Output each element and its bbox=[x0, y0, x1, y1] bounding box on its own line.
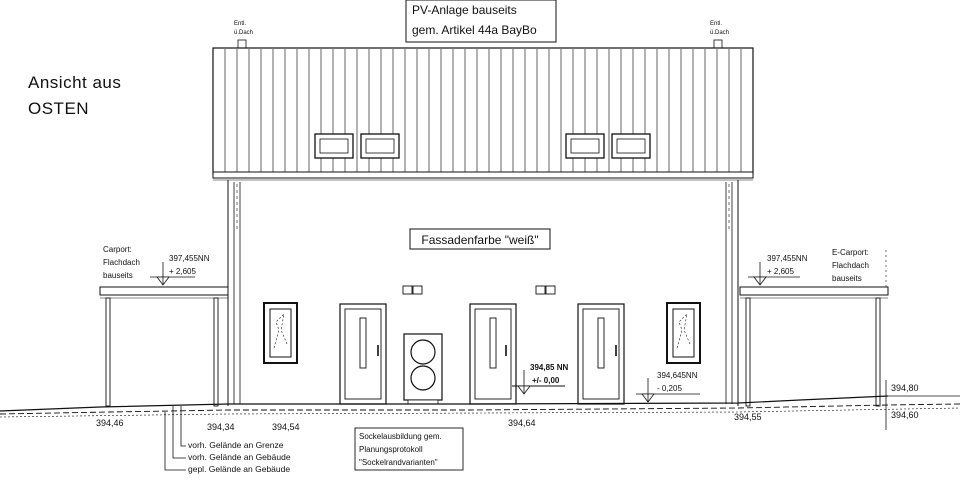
roof bbox=[212, 47, 754, 181]
svg-text:Fassadenfarbe "weiß": Fassadenfarbe "weiß" bbox=[421, 233, 538, 247]
ground-levels: 394,46 394,34 394,54 394,64 394,55 394,8… bbox=[96, 383, 919, 432]
pv-note-line2: gem. Artikel 44a BayBo bbox=[412, 23, 537, 37]
roof-window bbox=[314, 133, 354, 159]
svg-text:bauseits: bauseits bbox=[103, 271, 133, 280]
svg-text:394,60: 394,60 bbox=[891, 410, 919, 420]
svg-text:Carport:: Carport: bbox=[103, 245, 132, 254]
view-title-line1: Ansicht aus bbox=[28, 73, 122, 92]
svg-text:394,34: 394,34 bbox=[207, 422, 235, 432]
svg-text:394,54: 394,54 bbox=[272, 422, 300, 432]
svg-text:397,455NN: 397,455NN bbox=[169, 254, 210, 263]
roof-seams bbox=[224, 49, 742, 172]
svg-text:gepl. Gelände an Gebäude: gepl. Gelände an Gebäude bbox=[188, 464, 290, 474]
svg-text:394,55: 394,55 bbox=[734, 412, 762, 422]
svg-text:394,80: 394,80 bbox=[891, 383, 919, 393]
roof-window bbox=[360, 133, 400, 159]
legend: vorh. Gelände an Grenze vorh. Gelände an… bbox=[164, 406, 291, 474]
svg-text:Entl.: Entl. bbox=[234, 21, 246, 27]
vent-right: Entl. ü.Dach bbox=[710, 21, 729, 49]
roof-window bbox=[611, 133, 651, 159]
wall-vents bbox=[402, 285, 556, 295]
level-right: 394,645NN - 0,205 bbox=[636, 371, 700, 403]
vent-pipe-right bbox=[713, 39, 723, 49]
door-3 bbox=[577, 303, 625, 405]
svg-text:Flachdach: Flachdach bbox=[103, 258, 140, 267]
svg-text:Entl.: Entl. bbox=[710, 21, 722, 27]
window-right bbox=[666, 302, 701, 364]
pv-note-line1: PV-Anlage bauseits bbox=[412, 3, 517, 17]
svg-text:+ 2,605: + 2,605 bbox=[767, 267, 794, 276]
pv-note: PV-Anlage bauseits gem. Artikel 44a BayB… bbox=[405, 0, 557, 43]
svg-text:"Sockelrandvarianten": "Sockelrandvarianten" bbox=[359, 458, 438, 467]
svg-text:vorh. Gelände an Grenze: vorh. Gelände an Grenze bbox=[188, 440, 284, 450]
svg-text:- 0,205: - 0,205 bbox=[657, 384, 682, 393]
carport-left: Carport: Flachdach bauseits 397,455NN + … bbox=[99, 245, 229, 407]
svg-text:ü.Dach: ü.Dach bbox=[710, 30, 729, 36]
svg-text:Sockelausbildung gem.: Sockelausbildung gem. bbox=[359, 432, 442, 441]
heat-pump bbox=[403, 333, 443, 405]
svg-text:+ 2,605: + 2,605 bbox=[169, 267, 196, 276]
door-1 bbox=[339, 303, 387, 405]
svg-text:Planungsprotokoll: Planungsprotokoll bbox=[359, 445, 423, 454]
roof-windows bbox=[314, 133, 651, 159]
svg-text:394,645NN: 394,645NN bbox=[657, 371, 698, 380]
svg-text:E-Carport:: E-Carport: bbox=[832, 248, 869, 257]
vent-pipe-left bbox=[237, 39, 247, 49]
svg-text:394,46: 394,46 bbox=[96, 418, 124, 428]
svg-text:+/- 0,00: +/- 0,00 bbox=[532, 376, 560, 385]
ground bbox=[0, 380, 960, 430]
svg-text:394,85 NN: 394,85 NN bbox=[530, 363, 568, 372]
vent-left: Entl. ü.Dach bbox=[234, 21, 253, 49]
sockel-note: Sockelausbildung gem. Planungsprotokoll … bbox=[354, 427, 464, 471]
view-title: Ansicht aus OSTEN bbox=[28, 70, 121, 122]
svg-text:397,455NN: 397,455NN bbox=[767, 254, 808, 263]
facade-label: Fassadenfarbe "weiß" bbox=[409, 228, 551, 250]
svg-text:ü.Dach: ü.Dach bbox=[234, 30, 253, 36]
facade bbox=[227, 180, 739, 406]
roof-window bbox=[565, 133, 605, 159]
window-left bbox=[263, 302, 298, 364]
svg-text:394,64: 394,64 bbox=[508, 418, 536, 428]
level-door: 394,85 NN +/- 0,00 bbox=[512, 363, 568, 395]
carport-right: E-Carport: Flachdach bauseits 397,455NN … bbox=[739, 248, 889, 407]
svg-text:bauseits: bauseits bbox=[832, 274, 862, 283]
svg-text:Flachdach: Flachdach bbox=[832, 261, 869, 270]
view-title-line2: OSTEN bbox=[28, 99, 90, 118]
svg-text:vorh. Gelände an Gebäude: vorh. Gelände an Gebäude bbox=[188, 452, 291, 462]
door-2 bbox=[469, 303, 517, 405]
